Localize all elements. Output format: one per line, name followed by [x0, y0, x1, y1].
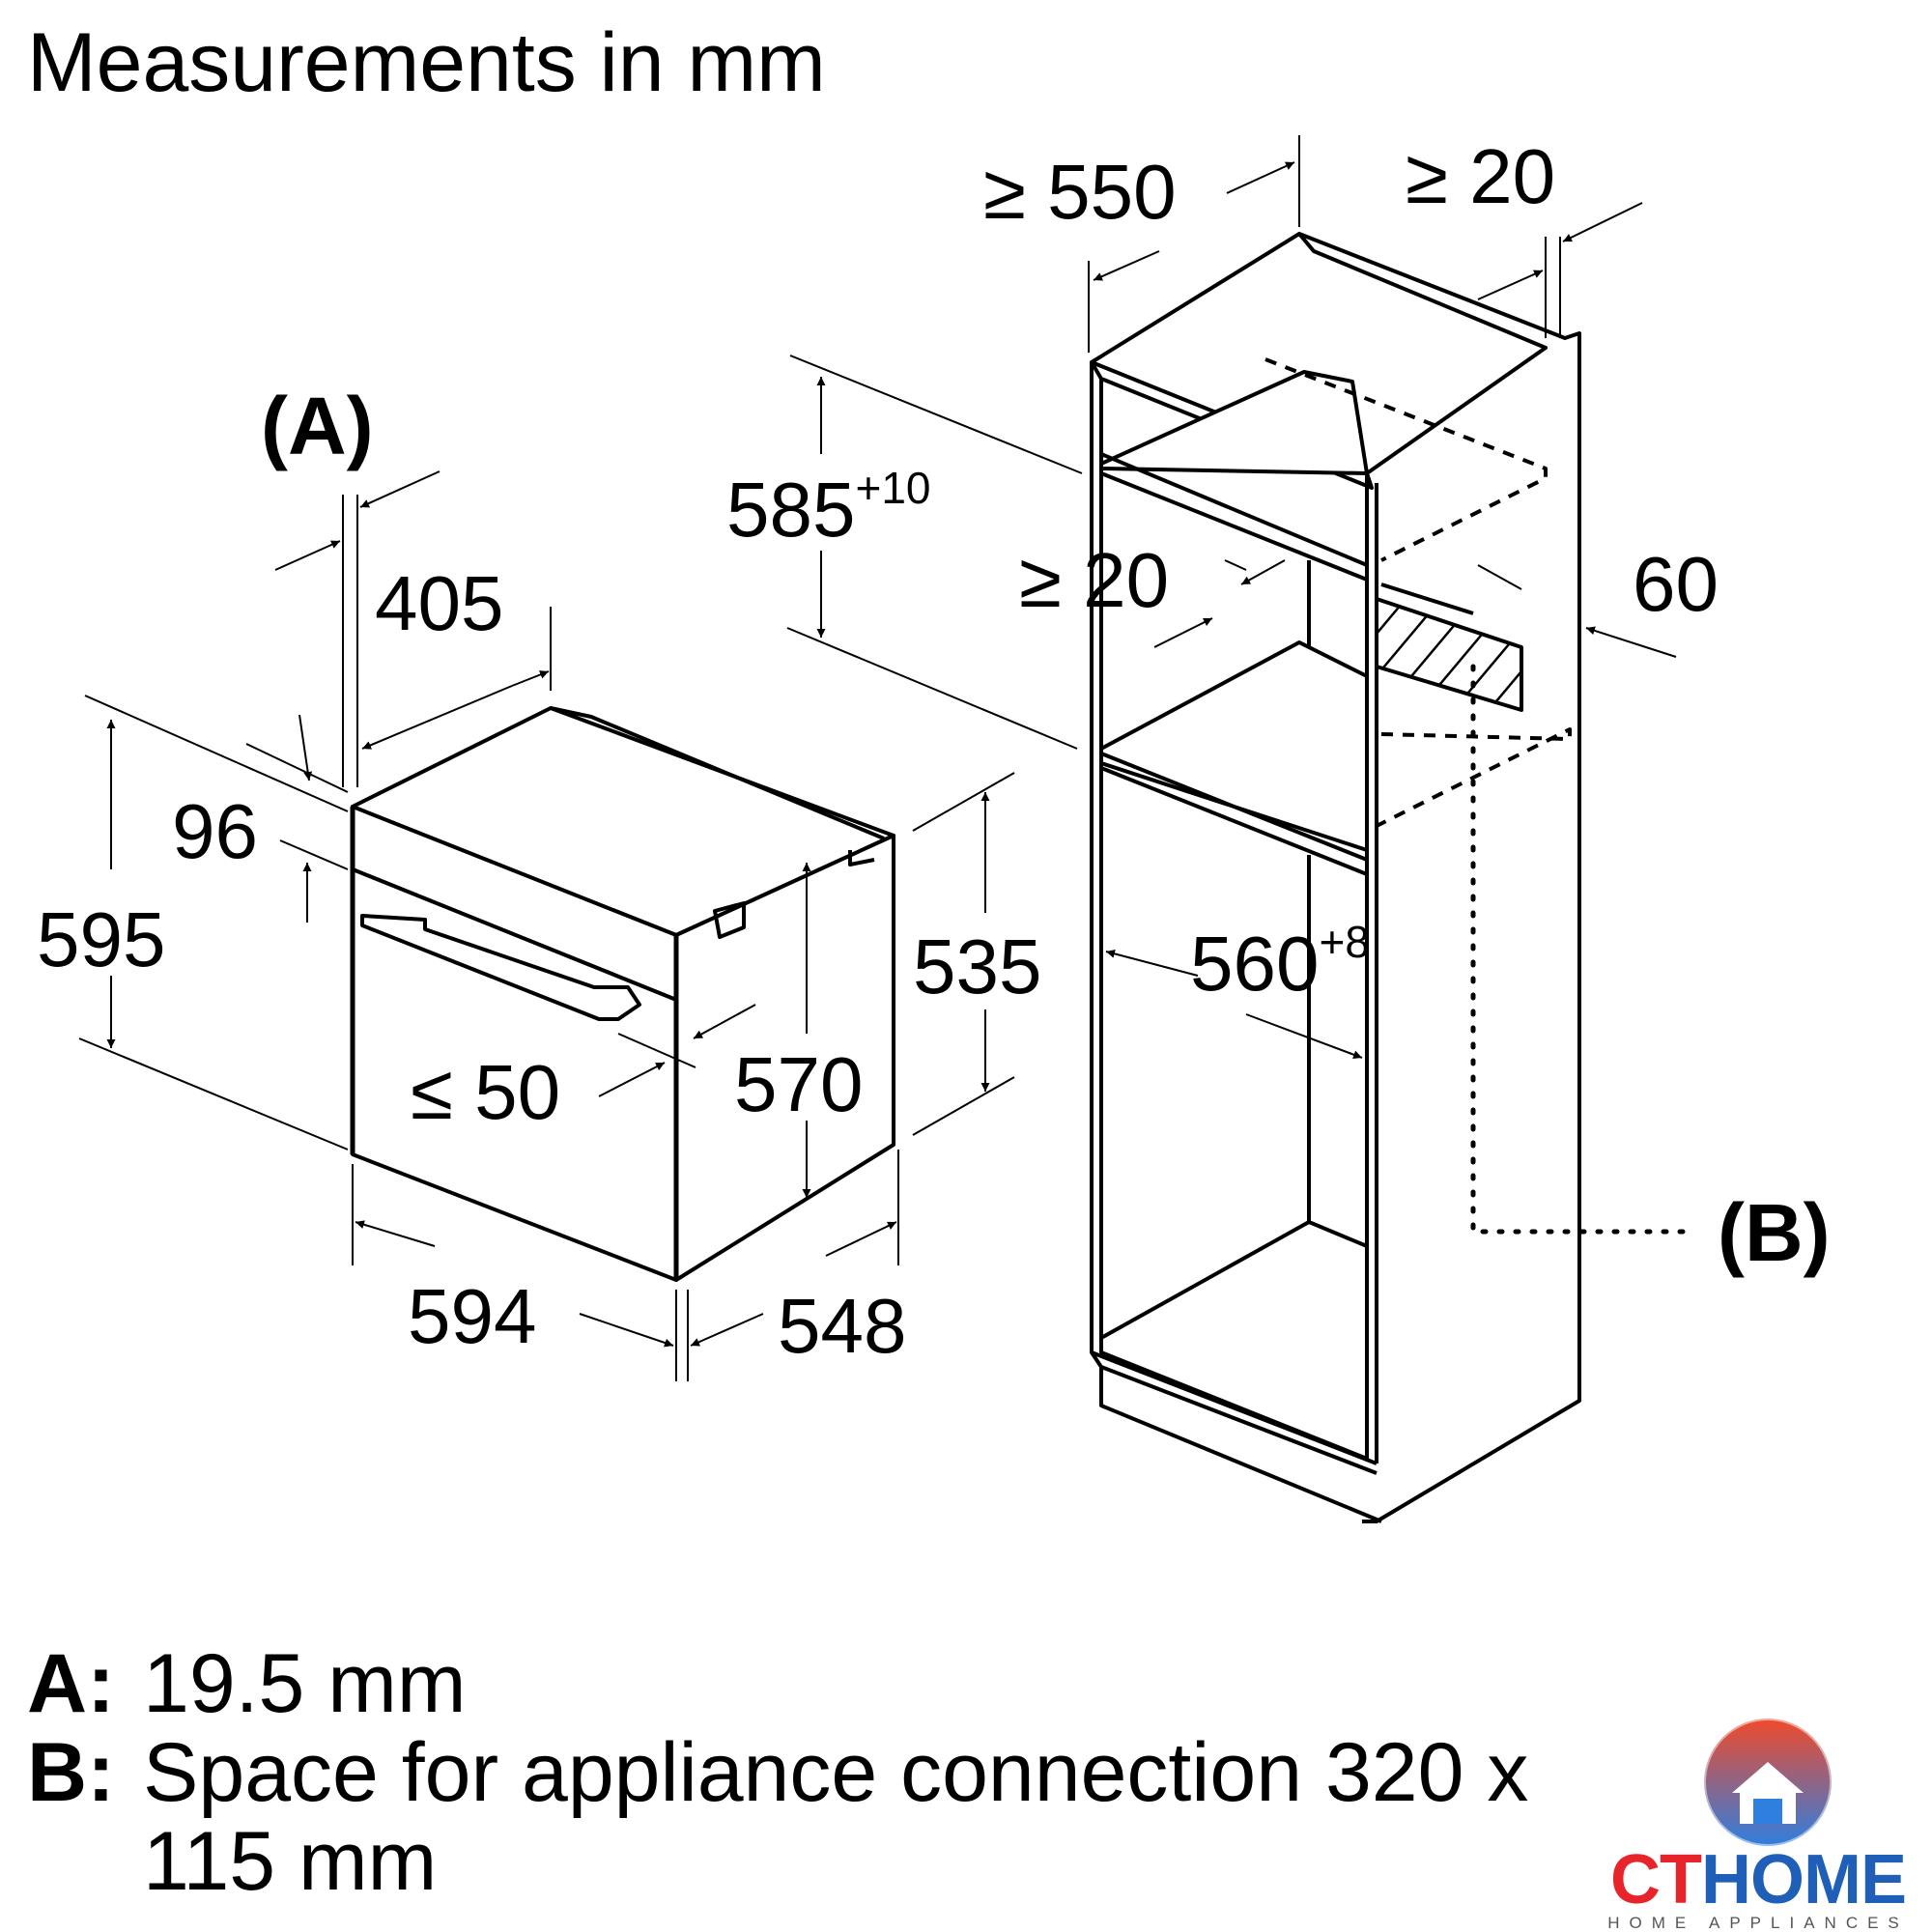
connection-space: [1375, 597, 1523, 712]
b-callout-line: [1470, 664, 1698, 1235]
dim-60: 60: [1633, 541, 1719, 627]
legend-a-key: A:: [27, 1637, 115, 1730]
dim-le50: ≤ 50: [411, 1049, 560, 1135]
legend-b-text: Space for appliance connection 320 x: [143, 1726, 1529, 1819]
dim-ge550: ≥ 550: [983, 149, 1177, 235]
logo-home: HOME: [1700, 1841, 1907, 1918]
dim-594: 594: [408, 1273, 536, 1359]
dim-ge20-mid: ≥ 20: [1019, 537, 1169, 623]
logo-ct: CT: [1610, 1841, 1702, 1918]
dim-585: 585+10: [726, 463, 931, 553]
dim-560: 560+8: [1190, 917, 1370, 1007]
logo-wordmark: CTHOME: [1584, 1845, 1932, 1915]
dim-585-value: 585: [726, 467, 855, 553]
legend-b-continued: 115 mm: [143, 1815, 438, 1908]
legend-b: B:Space for appliance connection 320 x: [27, 1731, 1528, 1814]
dim-560-value: 560: [1190, 921, 1319, 1007]
legend-a: A:19.5 mm: [27, 1642, 467, 1725]
cabinet-drawing: [1090, 232, 1581, 1523]
dim-595: 595: [37, 896, 165, 982]
legend-a-text: 19.5 mm: [143, 1637, 467, 1730]
dimension-lines: [78, 135, 1677, 1381]
dim-405: 405: [375, 560, 503, 646]
logo-tagline: HOME APPLIANCES: [1607, 1914, 1909, 1932]
dim-585-tolerance: +10: [855, 463, 930, 513]
a-marker-label: (A): [261, 381, 374, 471]
oven-handle: [360, 914, 641, 1021]
legend-b-key: B:: [27, 1726, 115, 1819]
dim-ge20-top: ≥ 20: [1406, 133, 1555, 219]
dim-570: 570: [734, 1041, 863, 1127]
dim-96: 96: [172, 788, 258, 874]
b-marker-label: (B): [1718, 1187, 1831, 1278]
dim-548: 548: [778, 1283, 906, 1369]
dim-535: 535: [913, 923, 1041, 1009]
dim-560-tolerance: +8: [1319, 917, 1369, 967]
cthome-logo: CTHOME HOME APPLIANCES: [1584, 1710, 1932, 1932]
page-title: Measurements in mm: [27, 16, 826, 109]
house-icon: [1702, 1717, 1833, 1848]
oven-drawing: [350, 706, 895, 1282]
